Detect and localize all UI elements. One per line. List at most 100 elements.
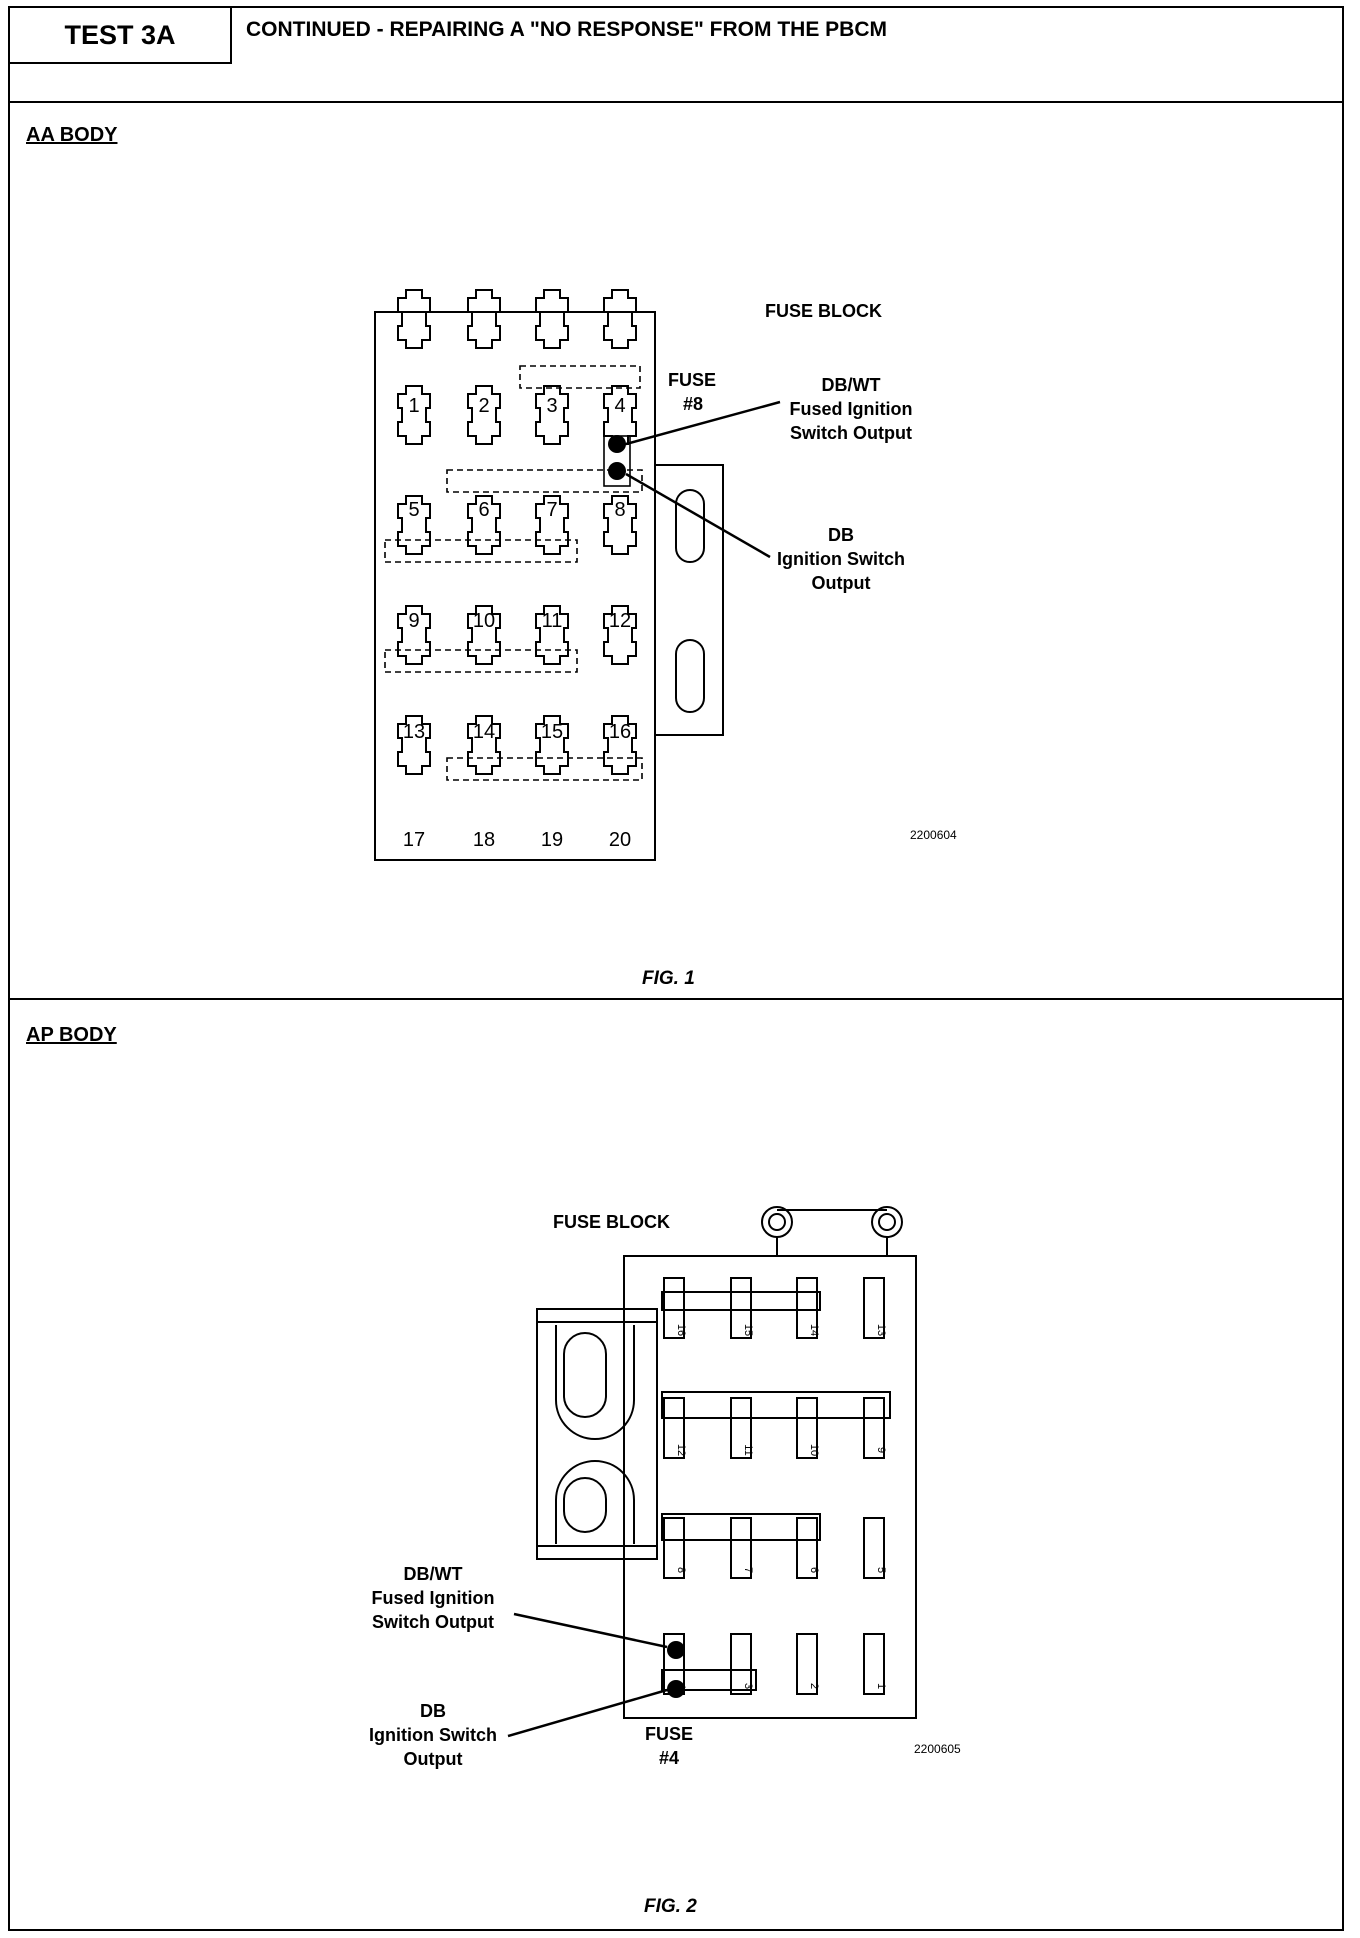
slot-number: 6 — [808, 1567, 820, 1573]
fuse-cavity-17 — [397, 715, 431, 775]
slot-number: 5 — [875, 1567, 887, 1573]
wire1-color-2: DB/WT — [404, 1564, 463, 1584]
fuse-cavity-7 — [535, 385, 569, 445]
wire2-desc-1a: Ignition Switch — [777, 549, 905, 569]
fuse-cavity-11 — [535, 495, 569, 555]
bus-bar — [446, 757, 643, 781]
slot-number: 14 — [808, 1324, 820, 1336]
mounting-bracket — [654, 464, 724, 736]
fuse-cavity-14 — [467, 605, 501, 665]
slot-number: 2 — [808, 1683, 820, 1689]
fuse-callout-2b: #4 — [659, 1748, 679, 1768]
bracket-slot-upper-ap — [563, 1332, 607, 1418]
fuse-cavity-3 — [535, 289, 569, 349]
fuse-slot — [863, 1517, 885, 1579]
fuse-number: 12 — [609, 610, 631, 632]
fuse-block-label-1: FUSE BLOCK — [765, 301, 882, 321]
fuse-number: 8 — [614, 499, 625, 521]
leader-db-wt-ap — [513, 1612, 668, 1649]
bracket-slot-lower-ap — [563, 1477, 607, 1533]
bus-bar-ap — [661, 1291, 821, 1311]
fuse-slots-ap — [661, 1277, 891, 1695]
fuse-cavity-20 — [603, 715, 637, 775]
fuse-number: 13 — [403, 721, 425, 743]
slot-number: 3 — [742, 1683, 754, 1689]
section-label-ap-body: AP BODY — [26, 1024, 117, 1046]
leader-db — [625, 472, 771, 559]
wire2-desc-2b: Output — [404, 1749, 463, 1769]
mount-ear-right-hole — [878, 1213, 896, 1231]
terminal-dot-db-wt — [608, 435, 626, 453]
wire1-color-1: DB/WT — [822, 375, 881, 395]
fuse-cavities-aa — [397, 289, 637, 775]
fuse-number: 19 — [541, 829, 563, 851]
fuse-number: 14 — [473, 721, 495, 743]
section-divider — [10, 998, 1342, 1000]
bracket-slot-lower-outer — [555, 1460, 635, 1544]
terminal-dot-db-ap — [667, 1680, 685, 1698]
fuse-number: 10 — [473, 610, 495, 632]
bracket-slot-upper-outer — [555, 1325, 635, 1440]
mount-ear-left-hole — [768, 1213, 786, 1231]
header-divider — [10, 101, 1342, 103]
fuse-callout-1b: #8 — [683, 394, 703, 414]
mounting-bracket-ap — [536, 1308, 658, 1560]
fuse-number: 18 — [473, 829, 495, 851]
fuse-slot — [730, 1397, 752, 1459]
slot-number: 8 — [675, 1567, 687, 1573]
fuse-slot — [730, 1277, 752, 1339]
fuse-cavity-6 — [467, 385, 501, 445]
test-id: TEST 3A — [10, 8, 232, 64]
slot-number: 12 — [675, 1444, 687, 1456]
fuse-slot — [663, 1397, 685, 1459]
figure-caption-2: FIG. 2 — [644, 1896, 697, 1917]
fuse-callout-1a: FUSE — [668, 370, 716, 390]
figure-caption-1: FIG. 1 — [642, 968, 695, 989]
fuse-cavity-2 — [467, 289, 501, 349]
slot-number: 10 — [808, 1444, 820, 1456]
bus-bar — [384, 649, 578, 673]
fuse-cavity-16 — [603, 605, 637, 665]
fuse-slot — [796, 1397, 818, 1459]
fuse-number: 11 — [542, 610, 563, 632]
fuse-number: 17 — [403, 829, 425, 851]
bus-bars-aa — [384, 365, 643, 781]
fuse-number: 16 — [609, 721, 631, 743]
fuse-slot — [663, 1517, 685, 1579]
terminal-dot-db — [608, 462, 626, 480]
fuse-cavity-15 — [535, 605, 569, 665]
wire2-color-1: DB — [828, 525, 854, 545]
fuse-cavity-9 — [397, 495, 431, 555]
fuse-block-aa — [374, 311, 724, 861]
wire2-desc-1b: Output — [812, 573, 871, 593]
bus-bar — [519, 365, 641, 389]
fuse-slot — [863, 1277, 885, 1339]
bus-bar-ap — [661, 1669, 757, 1691]
bus-bar-ap — [661, 1513, 821, 1541]
page-frame: TEST 3A CONTINUED - REPAIRING A "NO RESP… — [8, 6, 1344, 1931]
slot-number: 1 — [875, 1683, 887, 1689]
leader-db-wt — [625, 400, 781, 446]
page-title: CONTINUED - REPAIRING A "NO RESPONSE" FR… — [246, 18, 887, 41]
fuse-slot — [796, 1277, 818, 1339]
fuse8-terminals — [608, 400, 781, 559]
slot-number: 16 — [675, 1324, 687, 1336]
wire2-color-2: DB — [420, 1701, 446, 1721]
fuse-slot — [796, 1517, 818, 1579]
figure-id-2: 2200605 — [914, 1742, 961, 1756]
fuse-number: 15 — [541, 721, 563, 743]
fuse-cavity-13 — [397, 605, 431, 665]
mount-ear-right — [871, 1206, 903, 1238]
fuse4-terminals — [507, 1612, 685, 1738]
fuse-cavity-4 — [603, 289, 637, 349]
fuse-slot — [730, 1517, 752, 1579]
section-label-aa-body: AA BODY — [26, 124, 118, 146]
wire1-desc-2a: Fused Ignition — [372, 1588, 495, 1608]
fuse-cavity-10 — [467, 495, 501, 555]
fuse-block-ap — [536, 1206, 917, 1719]
slot-number: 13 — [875, 1324, 887, 1336]
fuse-slot — [663, 1277, 685, 1339]
fuse-number: 4 — [614, 395, 625, 417]
